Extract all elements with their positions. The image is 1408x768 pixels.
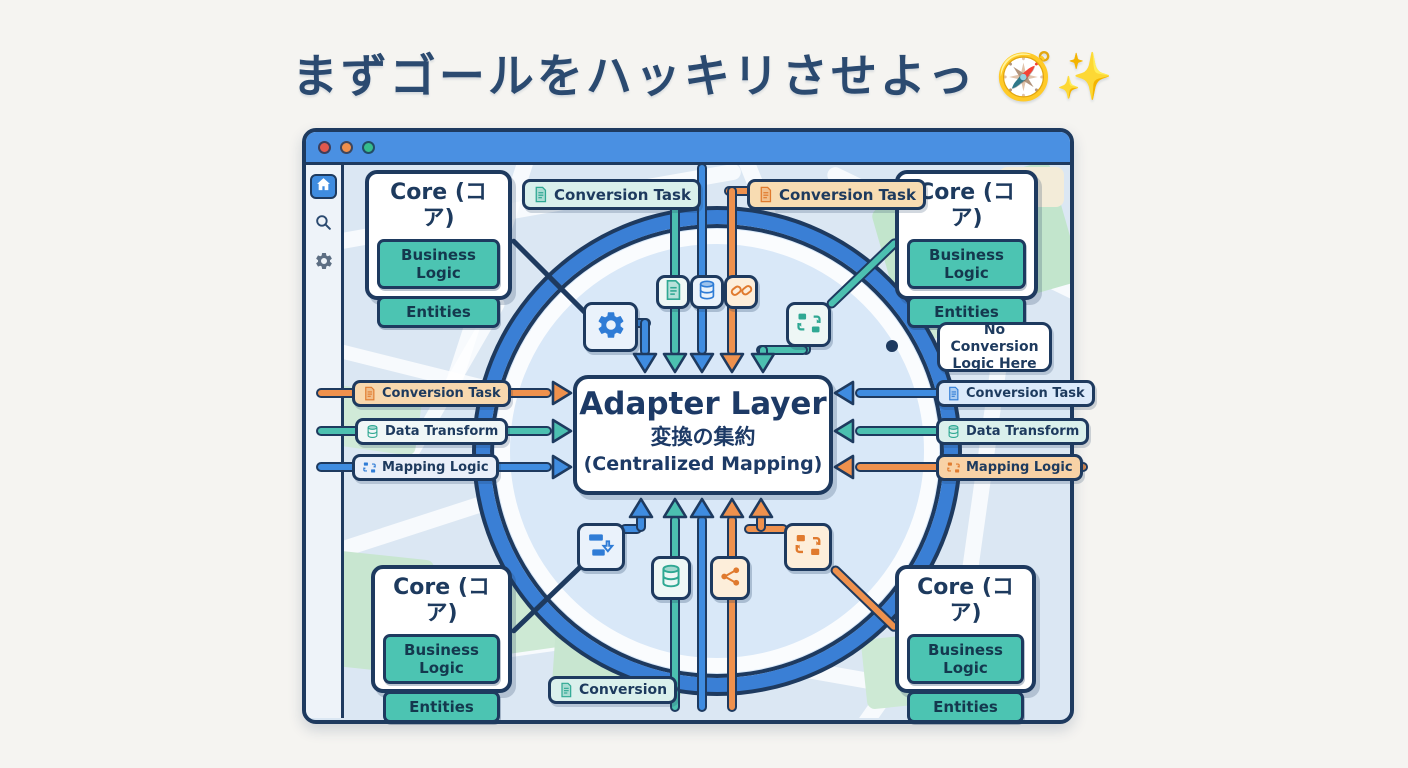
map-road bbox=[730, 165, 814, 312]
sidebar-item-search[interactable] bbox=[310, 212, 337, 237]
map-park bbox=[551, 615, 687, 700]
map-park bbox=[344, 549, 435, 676]
map-canvas bbox=[344, 165, 1070, 718]
maximize-button[interactable] bbox=[362, 140, 375, 154]
window-titlebar bbox=[306, 132, 1070, 165]
home-icon bbox=[315, 176, 332, 197]
search-icon bbox=[314, 213, 333, 236]
sidebar-item-home[interactable] bbox=[310, 174, 337, 199]
page-title: まずゴールをハッキリさせよっ 🧭✨ bbox=[291, 49, 1117, 103]
map-road bbox=[344, 165, 743, 254]
close-button[interactable] bbox=[318, 140, 331, 154]
map-park bbox=[999, 167, 1064, 207]
app-window bbox=[302, 128, 1074, 724]
sidebar-item-settings[interactable] bbox=[310, 250, 337, 275]
map-park bbox=[860, 630, 963, 710]
map-road bbox=[344, 462, 590, 564]
map-road bbox=[954, 345, 1010, 625]
sidebar bbox=[306, 165, 344, 718]
gear-icon bbox=[314, 251, 334, 275]
minimize-button[interactable] bbox=[340, 140, 353, 154]
map-park bbox=[344, 383, 423, 457]
